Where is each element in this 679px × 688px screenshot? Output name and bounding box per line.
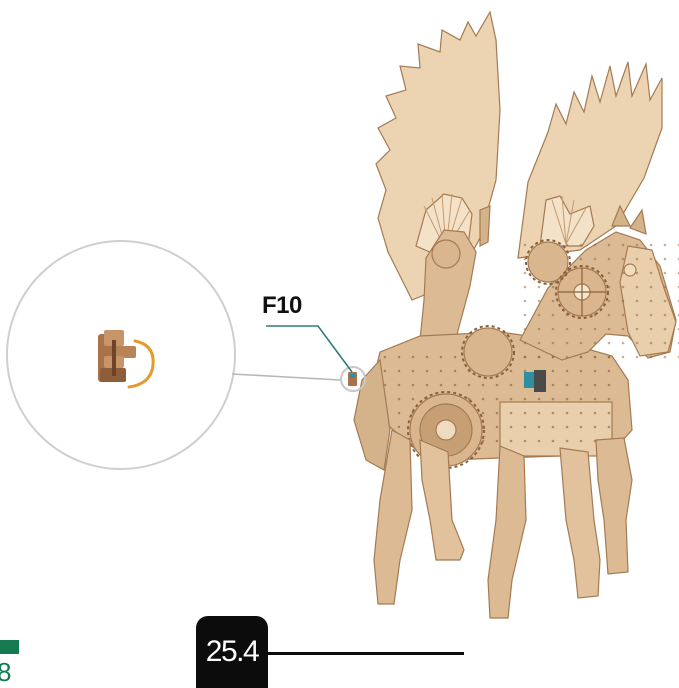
page-accent-tab (0, 640, 19, 654)
step-underline (268, 652, 464, 655)
zoom-circle-callout (7, 241, 340, 469)
f10-connector-mark (341, 367, 365, 391)
step-number-badge: 25.4 (196, 616, 268, 688)
pegasus-model (341, 12, 679, 618)
callout-leader-line (266, 326, 352, 372)
page-number: 8 (0, 657, 11, 688)
part-code-label: F10 (262, 292, 302, 320)
